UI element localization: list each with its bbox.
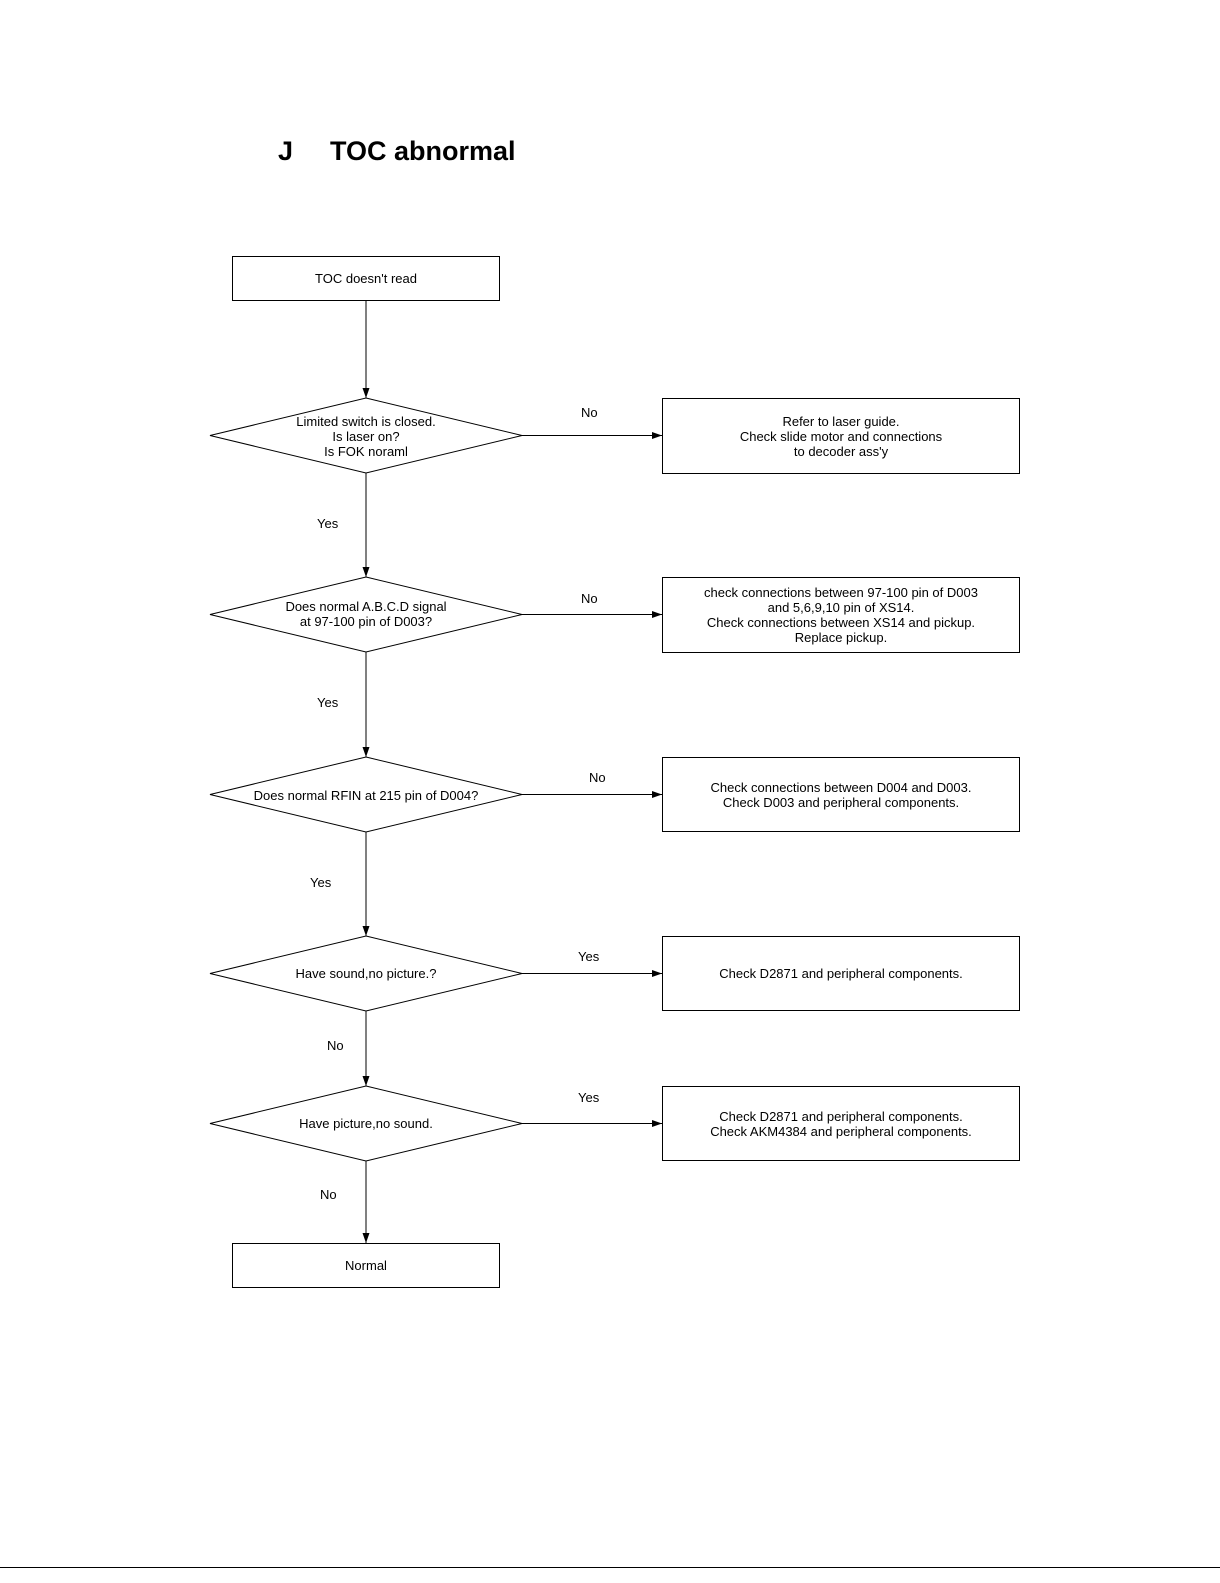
decision-3-text: Does normal RFIN at 215 pin of D004? <box>253 787 479 803</box>
answer-1-text: Refer to laser guide. Check slide motor … <box>739 413 943 459</box>
decision-2-text: Does normal A.B.C.D signal at 97-100 pin… <box>285 599 447 629</box>
start-box <box>232 256 500 301</box>
answer-box-4 <box>662 936 1020 1011</box>
edge-label-q3-no: No <box>589 770 606 785</box>
page-bottom-rule <box>0 1567 1220 1568</box>
section-letter: J <box>278 136 294 166</box>
decision-4-text: Have sound,no picture.? <box>295 965 437 981</box>
edge-label-q5-yes: Yes <box>578 1090 600 1105</box>
page-heading: J TOC abnormal <box>278 133 516 169</box>
answer-3-text: Check connections between D004 and D003.… <box>710 779 972 810</box>
page-title: TOC abnormal <box>330 136 516 166</box>
decision-5-text: Have picture,no sound. <box>299 1115 433 1131</box>
answer-box-3 <box>662 757 1020 832</box>
edge-label-q3-yes: Yes <box>310 875 332 890</box>
edge-label-q1-no: No <box>581 405 598 420</box>
edge-label-q2-yes: Yes <box>317 695 339 710</box>
edge-label-q4-yes: Yes <box>578 949 600 964</box>
edge-label-q2-no: No <box>581 591 598 606</box>
answer-2-text: check connections between 97-100 pin of … <box>704 585 978 645</box>
answer-box-1 <box>662 398 1020 474</box>
answer-4-text: Check D2871 and peripheral components. <box>719 966 963 981</box>
answer-box-2 <box>662 577 1020 653</box>
answer-box-5 <box>662 1086 1020 1161</box>
edge-label-q5-no: No <box>320 1187 337 1202</box>
end-box <box>232 1243 500 1288</box>
decision-1-text: Limited switch is closed. Is laser on? I… <box>296 413 436 459</box>
edge-label-q1-yes: Yes <box>317 516 339 531</box>
start-node-text: TOC doesn't read <box>315 271 417 286</box>
end-node-text: Normal <box>345 1258 387 1273</box>
answer-5-text: Check D2871 and peripheral components. C… <box>710 1108 972 1139</box>
edge-label-q4-no: No <box>327 1038 344 1053</box>
